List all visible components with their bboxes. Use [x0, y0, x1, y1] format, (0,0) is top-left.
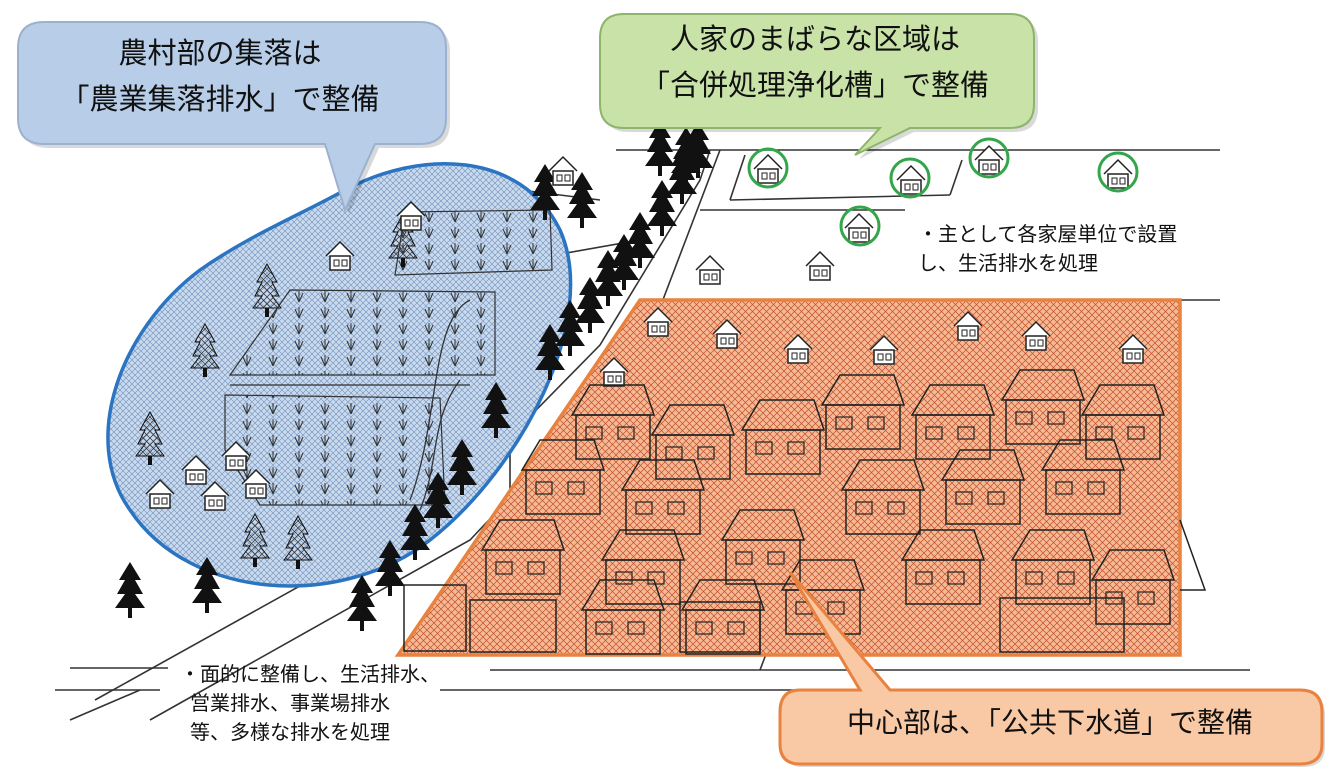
- center-note-line2: 営業排水、事業場排水: [190, 691, 390, 715]
- rural-callout-line2: 「農業集落排水」で整備: [60, 82, 380, 116]
- rural-callout-shape: [17, 21, 450, 214]
- center-note-line1: ・面的に整備し、生活排水、: [180, 662, 440, 686]
- center-callout-shape: [778, 571, 1325, 767]
- center-callout-line1: 中心部は、「公共下水道」で整備: [846, 706, 1253, 739]
- sparse-callout-shape: [599, 13, 1038, 159]
- sparse-note: ・主として各家屋単位で設置 し、生活排水を処理: [918, 220, 1177, 278]
- rural-callout-line1: 農村部の集落は: [118, 36, 322, 70]
- rural-callout-text: 農村部の集落は 「農業集落排水」で整備: [20, 30, 420, 122]
- sparse-note-line2: し、生活排水を処理: [918, 251, 1098, 275]
- sparse-callout-text: 人家のまばらな区域は 「合併処理浄化槽」で整備: [600, 16, 1030, 108]
- septic-tank-markers: [747, 137, 1139, 247]
- urban-zone: [394, 298, 1207, 657]
- center-note: ・面的に整備し、生活排水、 営業排水、事業場排水 等、多様な排水を処理: [180, 660, 440, 747]
- center-callout-text: 中心部は、「公共下水道」で整備: [800, 700, 1300, 746]
- center-note-line3: 等、多様な排水を処理: [190, 720, 390, 744]
- sparse-callout-line1: 人家のまばらな区域は: [669, 22, 960, 56]
- sparse-note-line1: ・主として各家屋単位で設置: [918, 222, 1178, 246]
- sparse-callout-line2: 「合併処理浄化槽」で整備: [640, 68, 989, 102]
